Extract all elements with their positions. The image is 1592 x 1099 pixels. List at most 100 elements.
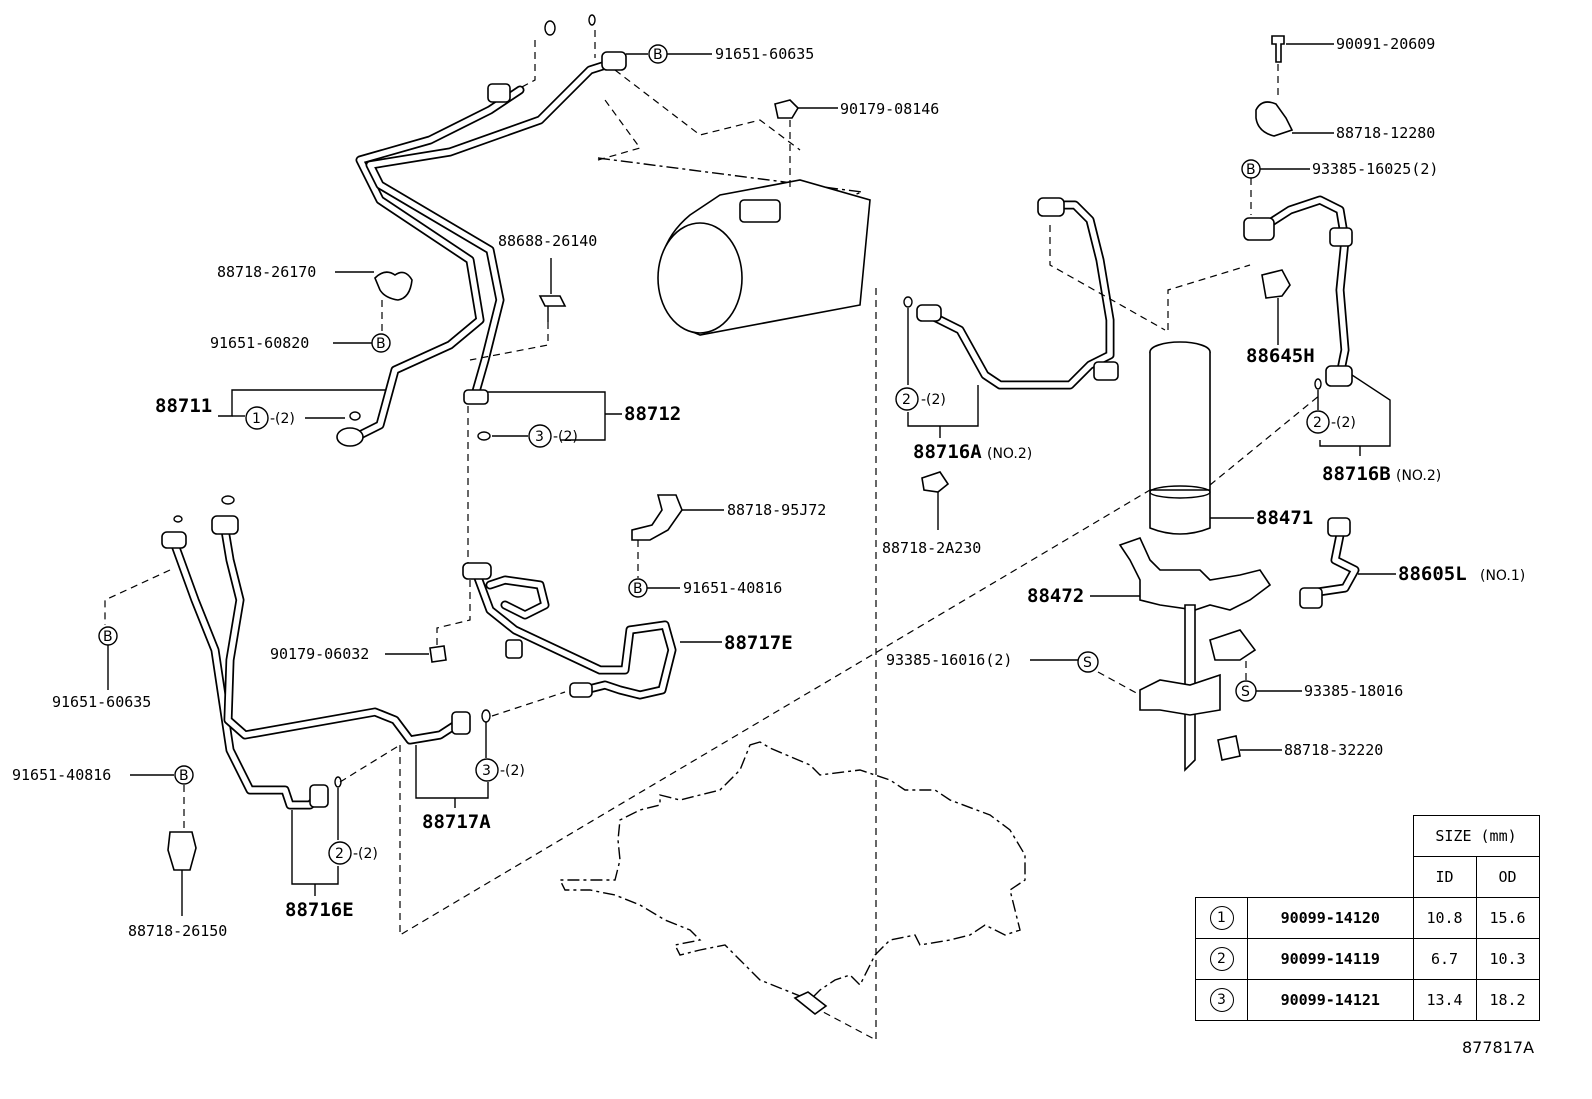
label-88688-26140: 88688-26140	[498, 232, 597, 250]
label-88472: 88472	[1027, 585, 1084, 607]
mark-2: 2	[1209, 947, 1234, 971]
nut-90179-08146	[774, 99, 800, 119]
label-88718-12280: 88718-12280	[1336, 124, 1435, 142]
screw-mark-s	[1077, 651, 1099, 673]
row-part: 90099-14119	[1247, 938, 1414, 980]
pressure-switch-88645H	[1261, 269, 1291, 299]
svg-text:1: 1	[252, 411, 261, 427]
row-part: 90099-14121	[1247, 979, 1414, 1021]
col-od: OD	[1475, 856, 1540, 898]
label-88645H: 88645H	[1246, 345, 1315, 367]
o-ring-mark-1	[245, 406, 269, 430]
pipe-88717E	[462, 562, 677, 700]
label-88712: 88712	[624, 403, 681, 425]
svg-text:2: 2	[335, 846, 344, 862]
svg-text:-(2): -(2)	[1331, 415, 1356, 431]
bracket-88472	[1118, 537, 1272, 772]
compressor	[597, 99, 871, 336]
pipe-88711	[336, 85, 525, 447]
row-od: 10.3	[1475, 938, 1540, 980]
label-91651-60635-left: 91651-60635	[52, 693, 151, 711]
pipe-88716E	[161, 531, 329, 810]
svg-text:3: 3	[535, 429, 544, 445]
label-88718-95J72: 88718-95J72	[727, 501, 826, 519]
label-88716E: 88716E	[285, 899, 354, 921]
row-id: 10.8	[1412, 897, 1477, 939]
row-id: 13.4	[1412, 979, 1477, 1021]
bracket-88688-26140	[538, 295, 567, 307]
svg-text:-(2): -(2)	[553, 429, 578, 445]
o-ring-mark-3	[475, 758, 499, 782]
clip-88718-32220	[1217, 735, 1241, 761]
pipe-88716B	[1243, 195, 1353, 387]
svg-text:2: 2	[1313, 415, 1322, 431]
label-90179-08146: 90179-08146	[840, 100, 939, 118]
svg-text:B: B	[103, 629, 113, 645]
svg-text:S: S	[1241, 684, 1250, 700]
label-88717A: 88717A	[422, 811, 491, 833]
label-88716B-note: (NO.2)	[1396, 468, 1441, 484]
table-row: 3 90099-14121 13.4 18.2	[1195, 979, 1540, 1021]
o-ring-mark-2	[895, 387, 919, 411]
o-ring-size-table: SIZE (mm) ID OD 1 90099-14120 10.8 15.6 …	[1195, 815, 1540, 1021]
floor-fitting	[793, 991, 828, 1016]
label-88711: 88711	[155, 395, 212, 417]
row-part: 90099-14120	[1247, 897, 1414, 939]
svg-text:B: B	[179, 768, 189, 784]
illustration-ref-code: 877817A	[1462, 1038, 1535, 1057]
col-id: ID	[1412, 856, 1477, 898]
clamp-88718-26150	[167, 831, 197, 871]
screw-90091-20609	[1271, 35, 1285, 63]
o-ring-mark-2	[328, 841, 352, 865]
nut-90179-06032	[429, 645, 447, 663]
label-88605L: 88605L	[1398, 563, 1467, 585]
label-91651-40816-mid: 91651-40816	[683, 579, 782, 597]
label-88718-26150: 88718-26150	[128, 922, 227, 940]
bolt-mark-b	[174, 765, 194, 785]
row-od: 18.2	[1475, 979, 1540, 1021]
label-88718-2A230: 88718-2A230	[882, 539, 981, 557]
label-93385-18016: 93385-18016	[1304, 682, 1403, 700]
svg-text:B: B	[653, 47, 663, 63]
label-93385-16025: 93385-16025(2)	[1312, 160, 1438, 178]
svg-text:2: 2	[902, 392, 911, 408]
o-ring-mark-2	[1306, 410, 1330, 434]
svg-text:3: 3	[482, 763, 491, 779]
label-91651-40816-left: 91651-40816	[12, 766, 111, 784]
mark-1: 1	[1209, 906, 1234, 930]
label-88716A-note: (NO.2)	[987, 446, 1032, 462]
label-88718-32220: 88718-32220	[1284, 741, 1383, 759]
svg-text:-(2): -(2)	[921, 392, 946, 408]
svg-text:-(2): -(2)	[270, 411, 295, 427]
compressor-port	[739, 199, 781, 223]
label-91651-60635-top: 91651-60635	[715, 45, 814, 63]
wire-harness-88605L	[1299, 517, 1360, 609]
pipe-88716A	[916, 197, 1119, 390]
vehicle-floor-outline	[558, 741, 1026, 1001]
pipe-88717A	[211, 515, 471, 745]
label-91651-60820: 91651-60820	[210, 334, 309, 352]
o-ring-mark-3	[528, 424, 552, 448]
label-88471: 88471	[1256, 507, 1313, 529]
bracket-88718-12280	[1255, 101, 1294, 137]
label-93385-16016: 93385-16016(2)	[886, 651, 1012, 669]
receiver-drier-88471	[1149, 341, 1211, 535]
svg-text:B: B	[633, 581, 643, 597]
label-88605L-note: (NO.1)	[1480, 568, 1525, 584]
label-88717E: 88717E	[724, 632, 793, 654]
compressor-link-dash	[597, 99, 641, 161]
svg-text:-(2): -(2)	[353, 846, 378, 862]
row-id: 6.7	[1412, 938, 1477, 980]
label-90179-06032: 90179-06032	[270, 645, 369, 663]
row-od: 15.6	[1475, 897, 1540, 939]
pipe-88712	[365, 51, 627, 405]
compressor-pulley	[657, 222, 743, 334]
svg-text:S: S	[1083, 655, 1092, 671]
clamp-88718-26170	[374, 271, 413, 301]
svg-text:-(2): -(2)	[500, 763, 525, 779]
label-88718-26170: 88718-26170	[217, 263, 316, 281]
label-88716B: 88716B	[1322, 463, 1391, 485]
label-90091-20609: 90091-20609	[1336, 35, 1435, 53]
svg-text:B: B	[376, 336, 386, 352]
